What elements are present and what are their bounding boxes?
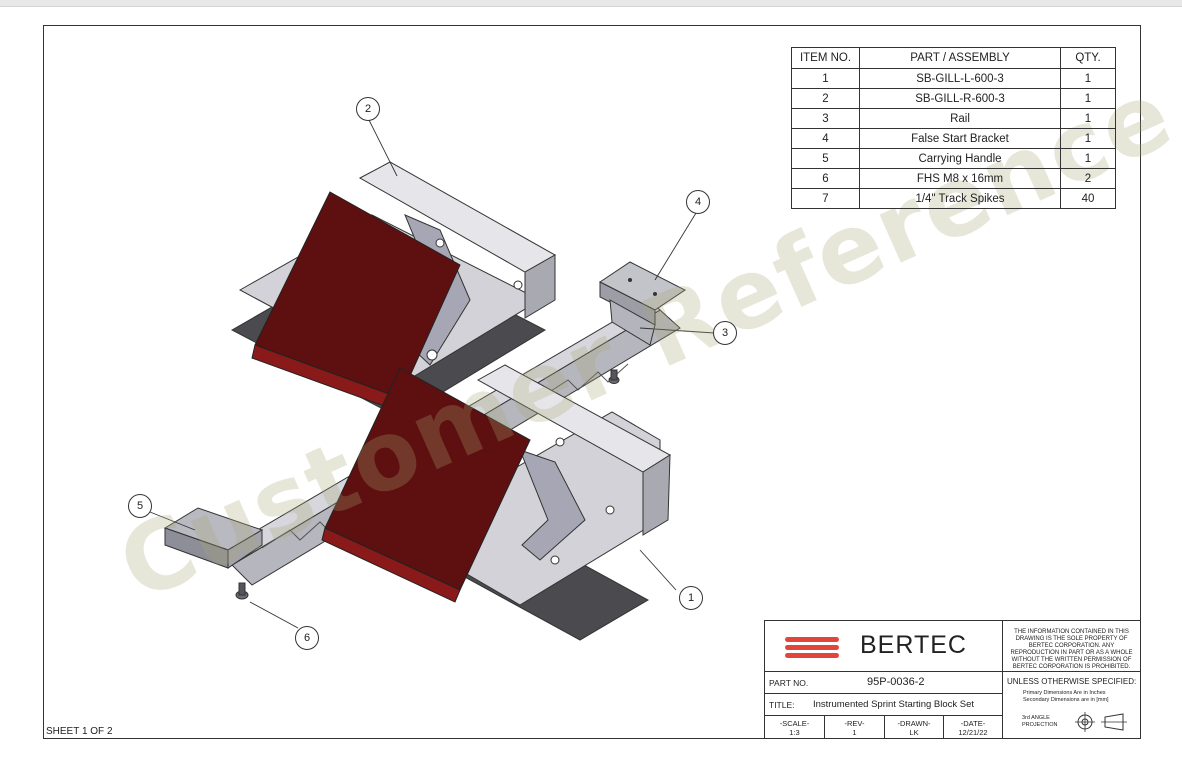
bertec-logo-icon (785, 637, 839, 658)
part-no-label: PART NO. (769, 678, 809, 688)
drawn-cell: -DRAWN- LK (884, 715, 944, 739)
bom-part: FHS M8 x 16mm (859, 168, 1061, 189)
bom-item: 3 (791, 108, 860, 129)
bom-part: False Start Bracket (859, 128, 1061, 149)
date-value: 12/21/22 (958, 728, 988, 737)
bom-part: Rail (859, 108, 1061, 129)
viewer-top-bar (0, 0, 1182, 7)
bom-item: 2 (791, 88, 860, 109)
part-no-cell: PART NO. 95P-0036-2 (764, 671, 1003, 694)
balloon-4: 4 (686, 190, 710, 214)
carrying-handle-part (163, 507, 264, 569)
bom-part: SB-GILL-L-600-3 (859, 68, 1061, 89)
balloon-6: 6 (295, 626, 319, 650)
tolerance-cell: UNLESS OTHERWISE SPECIFIED: Primary Dime… (1002, 671, 1141, 739)
secondary-dimension-note: Secondary Dimensions are in [mm] (1023, 696, 1109, 703)
scale-cell: -SCALE- 1:3 (764, 715, 825, 739)
bom-header-qty: QTY. (1060, 47, 1116, 69)
balloon-5: 5 (128, 494, 152, 518)
sheet-number: SHEET 1 OF 2 (46, 726, 113, 737)
scale-label: -SCALE- (779, 719, 810, 728)
drawing-title: Instrumented Sprint Starting Block Set (813, 699, 975, 710)
scale-value: 1:3 (789, 728, 800, 737)
title-cell: TITLE: Instrumented Sprint Starting Bloc… (764, 693, 1003, 716)
company-logo-cell: BERTEC (764, 620, 1003, 672)
title-label: TITLE: (769, 700, 795, 710)
primary-dimension-note: Primary Dimensions Are in Inches (1023, 690, 1106, 696)
unless-specified-label: UNLESS OTHERWISE SPECIFIED: (1007, 677, 1137, 686)
drawn-label: -DRAWN- (897, 719, 931, 728)
bom-qty: 1 (1060, 108, 1116, 129)
starting-block-right-part (230, 161, 557, 419)
rev-value: 1 (852, 728, 857, 737)
third-angle-projection-icon (1075, 712, 1127, 732)
bom-qty: 1 (1060, 148, 1116, 169)
proprietary-notice: THE INFORMATION CONTAINED IN THIS DRAWIN… (1002, 620, 1141, 672)
rev-label: -REV- (844, 719, 865, 728)
date-cell: -DATE- 12/21/22 (943, 715, 1003, 739)
bom-item: 7 (791, 188, 860, 209)
bom-header-item-no: ITEM NO. (791, 47, 860, 69)
projection-label: 3rd ANGLE PROJECTION (1022, 715, 1057, 728)
bom-item: 4 (791, 128, 860, 149)
bom-item: 6 (791, 168, 860, 189)
part-no-value: 95P-0036-2 (867, 676, 925, 688)
bom-item: 5 (791, 148, 860, 169)
projection-line-2: PROJECTION (1022, 721, 1058, 728)
drawn-value: LK (909, 728, 919, 737)
fhs-screws-part (235, 369, 620, 600)
projection-line-1: 3rd ANGLE (1022, 715, 1050, 721)
bom-item: 1 (791, 68, 860, 89)
title-block: BERTEC THE INFORMATION CONTAINED IN THIS… (764, 620, 1141, 739)
bom-qty: 1 (1060, 128, 1116, 149)
balloon-2: 2 (356, 97, 380, 121)
bom-qty: 1 (1060, 68, 1116, 89)
bom-qty: 2 (1060, 168, 1116, 189)
bom-qty: 1 (1060, 88, 1116, 109)
date-label: -DATE- (960, 719, 986, 728)
balloon-3: 3 (713, 321, 737, 345)
bom-part: SB-GILL-R-600-3 (859, 88, 1061, 109)
drawing-sheet-border (43, 25, 1141, 739)
balloon-1: 1 (679, 586, 703, 610)
bom-part: 1/4" Track Spikes (859, 188, 1061, 209)
false-start-bracket-part (599, 261, 686, 346)
dimension-notes: Primary Dimensions Are in Inches Seconda… (1023, 690, 1109, 703)
balloon-leaders (149, 119, 715, 629)
rev-cell: -REV- 1 (824, 715, 885, 739)
bom-part: Carrying Handle (859, 148, 1061, 169)
starting-block-left-part (321, 364, 671, 641)
bom-header-row: ITEM NO. PART / ASSEMBLY QTY. (791, 47, 1116, 69)
bom-qty: 40 (1060, 188, 1116, 209)
bom-header-part: PART / ASSEMBLY (859, 47, 1061, 69)
company-name: BERTEC (860, 631, 967, 659)
